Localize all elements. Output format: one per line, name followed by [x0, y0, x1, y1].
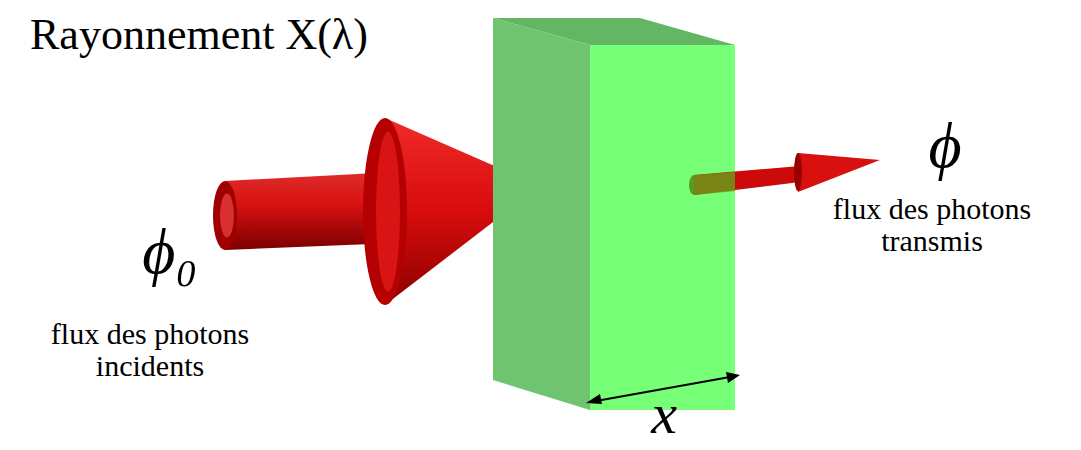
- flux-symbol: ϕ₀: [142, 218, 197, 285]
- cone-base-inner: [376, 132, 400, 292]
- beam-end: [213, 181, 237, 250]
- flux-caption: flux des photons transmis: [787, 193, 1077, 256]
- block-front: [590, 45, 735, 410]
- shaft-in-block: [694, 172, 735, 195]
- head-base: [794, 153, 802, 191]
- block-side: [493, 18, 590, 410]
- figure-title: Rayonnement X(λ): [30, 12, 368, 58]
- dimension-head: [586, 394, 602, 404]
- thickness-label: x: [651, 384, 677, 445]
- incident-beam: [213, 118, 540, 305]
- dimension-head: [726, 372, 740, 383]
- flux-symbol: ϕ: [928, 112, 961, 179]
- transmitted-shaft: [694, 166, 800, 195]
- transmitted-head: [798, 153, 880, 192]
- transmitted-beam: [689, 153, 880, 195]
- absorber-block: [493, 18, 735, 410]
- beam-hole: [220, 194, 234, 238]
- flux-caption: flux des photons incidents: [5, 318, 295, 381]
- cone-base: [363, 118, 407, 305]
